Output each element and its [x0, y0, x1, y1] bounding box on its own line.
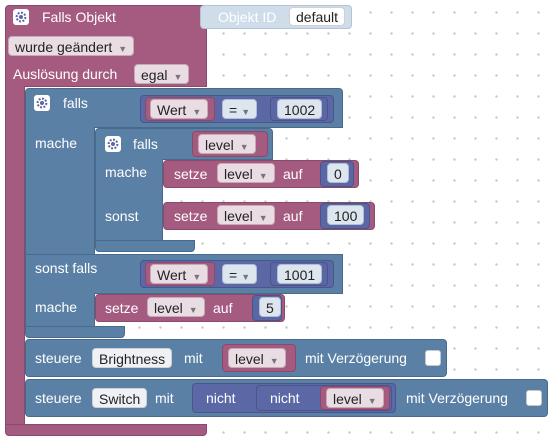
change-dropdown[interactable]: wurde geändert ▼ — [8, 36, 135, 56]
chevron-down-icon: ▼ — [258, 171, 268, 181]
else-label: sonst — [105, 208, 139, 224]
chevron-down-icon: ▼ — [241, 272, 251, 282]
trigger-dropdown-value: egal — [141, 67, 168, 83]
inner-if-label: falls — [133, 136, 158, 152]
control-var-1-value: level — [235, 351, 264, 367]
delay-checkbox-1[interactable] — [425, 350, 441, 366]
set-number-field-3[interactable]: 5 — [259, 297, 281, 317]
set-label-3: setze — [105, 300, 139, 316]
set-number-field-1[interactable]: 0 — [327, 163, 349, 183]
control-label-2: steuere — [35, 390, 82, 406]
elseif-label: sonst falls — [35, 260, 98, 276]
set-var-dropdown-3[interactable]: level ▼ — [147, 297, 205, 317]
chevron-down-icon: ▼ — [239, 142, 249, 152]
change-dropdown-value: wurde geändert — [15, 39, 113, 55]
number-field-2[interactable]: 1001 — [277, 264, 323, 284]
set-var-2-value: level — [224, 208, 253, 224]
chevron-down-icon: ▼ — [192, 107, 202, 117]
do-label-2: mache — [35, 299, 78, 315]
set-to-label-1: auf — [283, 166, 303, 182]
value-dropdown-2-value: Wert — [157, 267, 187, 283]
if-block-spine — [25, 127, 95, 255]
inner-if-var-value: level — [205, 137, 234, 153]
trigger-block-bottom — [5, 424, 207, 436]
trigger-dropdown[interactable]: egal ▼ — [134, 64, 190, 84]
inner-if-var-dropdown[interactable]: level ▼ — [198, 134, 256, 154]
trigger-by-label: Auslösung durch — [13, 66, 118, 82]
set-var-1-value: level — [224, 166, 253, 182]
set-var-3-value: level — [154, 300, 183, 316]
inner-do-label: mache — [105, 164, 148, 180]
chevron-down-icon: ▼ — [258, 213, 268, 223]
control-var-2-value: level — [333, 391, 362, 407]
inner-if-spine — [95, 159, 163, 241]
control-target-2[interactable]: Switch — [92, 388, 148, 408]
operator-dropdown-1[interactable]: =▼ — [222, 99, 258, 119]
inner-if-bottom — [95, 240, 195, 252]
delay-checkbox-2[interactable] — [526, 390, 542, 406]
control-delay-label-2: mit Verzögerung — [406, 390, 508, 406]
do-label-1: mache — [35, 135, 78, 151]
chevron-down-icon: ▼ — [241, 107, 251, 117]
value-dropdown-1[interactable]: Wert ▼ — [150, 99, 209, 119]
set-var-dropdown-2[interactable]: level ▼ — [217, 205, 275, 225]
object-id-field[interactable]: default — [289, 7, 346, 26]
chevron-down-icon: ▼ — [188, 305, 198, 315]
chevron-down-icon: ▼ — [269, 356, 279, 366]
operator-dropdown-2[interactable]: =▼ — [222, 264, 258, 284]
control-with-2: mit — [155, 390, 174, 406]
inner-if-mutator-gear-icon[interactable] — [105, 136, 121, 152]
control-var-dropdown-1[interactable]: level ▼ — [228, 348, 286, 368]
operator-dropdown-2-value: = — [229, 267, 238, 283]
trigger-block-spine — [5, 86, 25, 426]
if-block-spine2 — [25, 293, 95, 327]
trigger-mutator-gear-icon[interactable] — [13, 9, 29, 25]
chevron-down-icon: ▼ — [118, 44, 128, 54]
control-delay-label-1: mit Verzögerung — [305, 350, 407, 366]
control-var-dropdown-2[interactable]: level ▼ — [326, 388, 384, 408]
chevron-down-icon: ▼ — [173, 72, 183, 82]
not-label-2: nicht — [270, 390, 300, 406]
control-label-1: steuere — [35, 350, 82, 366]
if-block-bottom — [25, 326, 125, 338]
operator-dropdown-1-value: = — [229, 102, 238, 118]
if-label: falls — [63, 95, 88, 111]
object-id-label: Objekt ID — [218, 9, 277, 25]
trigger-title: Falls Objekt — [42, 9, 116, 25]
set-var-dropdown-1[interactable]: level ▼ — [217, 163, 275, 183]
number-field-1[interactable]: 1002 — [277, 99, 323, 119]
set-label-2: setze — [174, 208, 208, 224]
not-label-1: nicht — [206, 390, 236, 406]
control-with-1: mit — [184, 350, 203, 366]
value-dropdown-1-value: Wert — [157, 102, 187, 118]
chevron-down-icon: ▼ — [367, 396, 377, 406]
set-label-1: setze — [174, 166, 208, 182]
control-target-1[interactable]: Brightness — [92, 348, 173, 368]
if-mutator-gear-icon[interactable] — [34, 95, 50, 111]
set-number-field-2[interactable]: 100 — [327, 205, 365, 225]
value-dropdown-2[interactable]: Wert ▼ — [150, 264, 209, 284]
set-to-label-2: auf — [283, 208, 303, 224]
chevron-down-icon: ▼ — [192, 272, 202, 282]
set-to-label-3: auf — [213, 300, 233, 316]
